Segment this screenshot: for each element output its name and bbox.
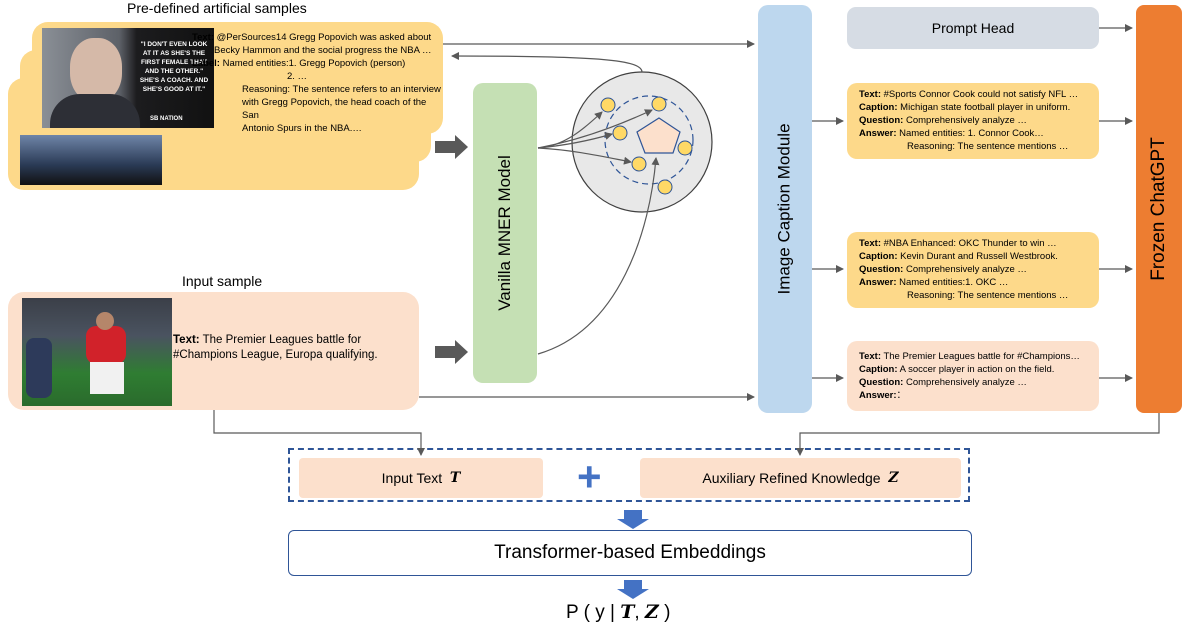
prompt-head-label: Prompt Head: [931, 20, 1015, 36]
retrieval-radius-circle: [604, 95, 694, 185]
input-text-symbol: T: [449, 470, 461, 486]
transformer-embeddings-label: Transformer-based Embeddings: [494, 542, 766, 563]
aux-knowledge-label: Auxiliary Refined Knowledge: [702, 470, 881, 486]
mner-to-dot-1: [537, 111, 603, 149]
vanilla-mner-label: Vanilla MNER Model: [495, 155, 515, 311]
sample-dot-6: [657, 179, 673, 195]
input-sample-text: Text: The Premier Leagues battle for #Ch…: [173, 334, 378, 361]
photo-brand: SB NATION: [150, 116, 183, 122]
embedding-space-circle: [571, 71, 713, 213]
down-arrow-1: [617, 510, 649, 529]
predefined-samples-title: Pre-defined artificial samples: [127, 0, 307, 16]
sample-dot-2: [651, 96, 667, 112]
prompt-card-3: Text: The Premier Leagues battle for #Ch…: [847, 341, 1099, 411]
soccer-photo: [22, 298, 172, 406]
fusion-dashed-box: [288, 448, 970, 502]
query-pentagon: [636, 117, 681, 154]
predefined-card-content: Text: @PerSources14 Gregg Popovich was a…: [192, 32, 441, 134]
sample-dot-3: [612, 125, 628, 141]
popovich-photo: "I DON'T EVEN LOOK AT IT AS SHE'S THE FI…: [42, 28, 214, 128]
sample-dot-4: [677, 140, 693, 156]
mner-to-dot-2: [537, 109, 653, 149]
plus-sign: +: [577, 453, 602, 500]
frozen-chatgpt-box: Frozen ChatGPT: [1136, 5, 1182, 413]
fat-arrow-input: [435, 340, 468, 364]
opponent: [26, 338, 52, 398]
down-arrow-2: [617, 580, 649, 599]
player-shirt: [86, 326, 126, 364]
sample-dot-1: [600, 97, 616, 113]
scoreboard-image-fragment: [20, 135, 162, 185]
circle-to-predefined: [451, 52, 643, 73]
image-caption-label: Image Caption Module: [775, 123, 795, 295]
vanilla-mner-model-box: Vanilla MNER Model: [473, 83, 537, 383]
sample-dot-5: [631, 156, 647, 172]
input-text-label: Input Text: [381, 470, 443, 486]
prompt-head-box: Prompt Head: [847, 7, 1099, 49]
transformer-embeddings-box: Transformer-based Embeddings: [288, 530, 972, 576]
prompt-card-1: Text: #Sports Connor Cook could not sati…: [847, 83, 1099, 159]
aux-knowledge-box: Auxiliary Refined Knowledge Z: [640, 458, 961, 498]
input-text-box: Input Text T: [299, 458, 543, 498]
frozen-chatgpt-label: Frozen ChatGPT: [1148, 137, 1170, 281]
predefined-card-front: "I DON'T EVEN LOOK AT IT AS SHE'S THE FI…: [32, 22, 443, 134]
input-sample-card: Text: The Premier Leagues battle for #Ch…: [8, 292, 419, 410]
mner-to-dot-5: [537, 147, 632, 165]
mner-to-dot-3: [537, 132, 613, 149]
body-shape: [50, 94, 140, 128]
photo-quote: "I DON'T EVEN LOOK AT IT AS SHE'S THE FI…: [139, 41, 209, 93]
face-shape: [70, 38, 122, 102]
player-legs: [90, 362, 124, 394]
output-formula: P ( y | T, Z ): [566, 601, 671, 623]
fat-arrow-predefined: [435, 135, 468, 159]
image-caption-module-box: Image Caption Module: [758, 5, 812, 413]
aux-knowledge-symbol: Z: [888, 470, 899, 486]
player-head: [96, 312, 114, 330]
prompt-card-2: Text: #NBA Enhanced: OKC Thunder to win …: [847, 232, 1099, 308]
input-sample-title: Input sample: [182, 273, 263, 289]
input-to-pentagon: [537, 157, 660, 355]
